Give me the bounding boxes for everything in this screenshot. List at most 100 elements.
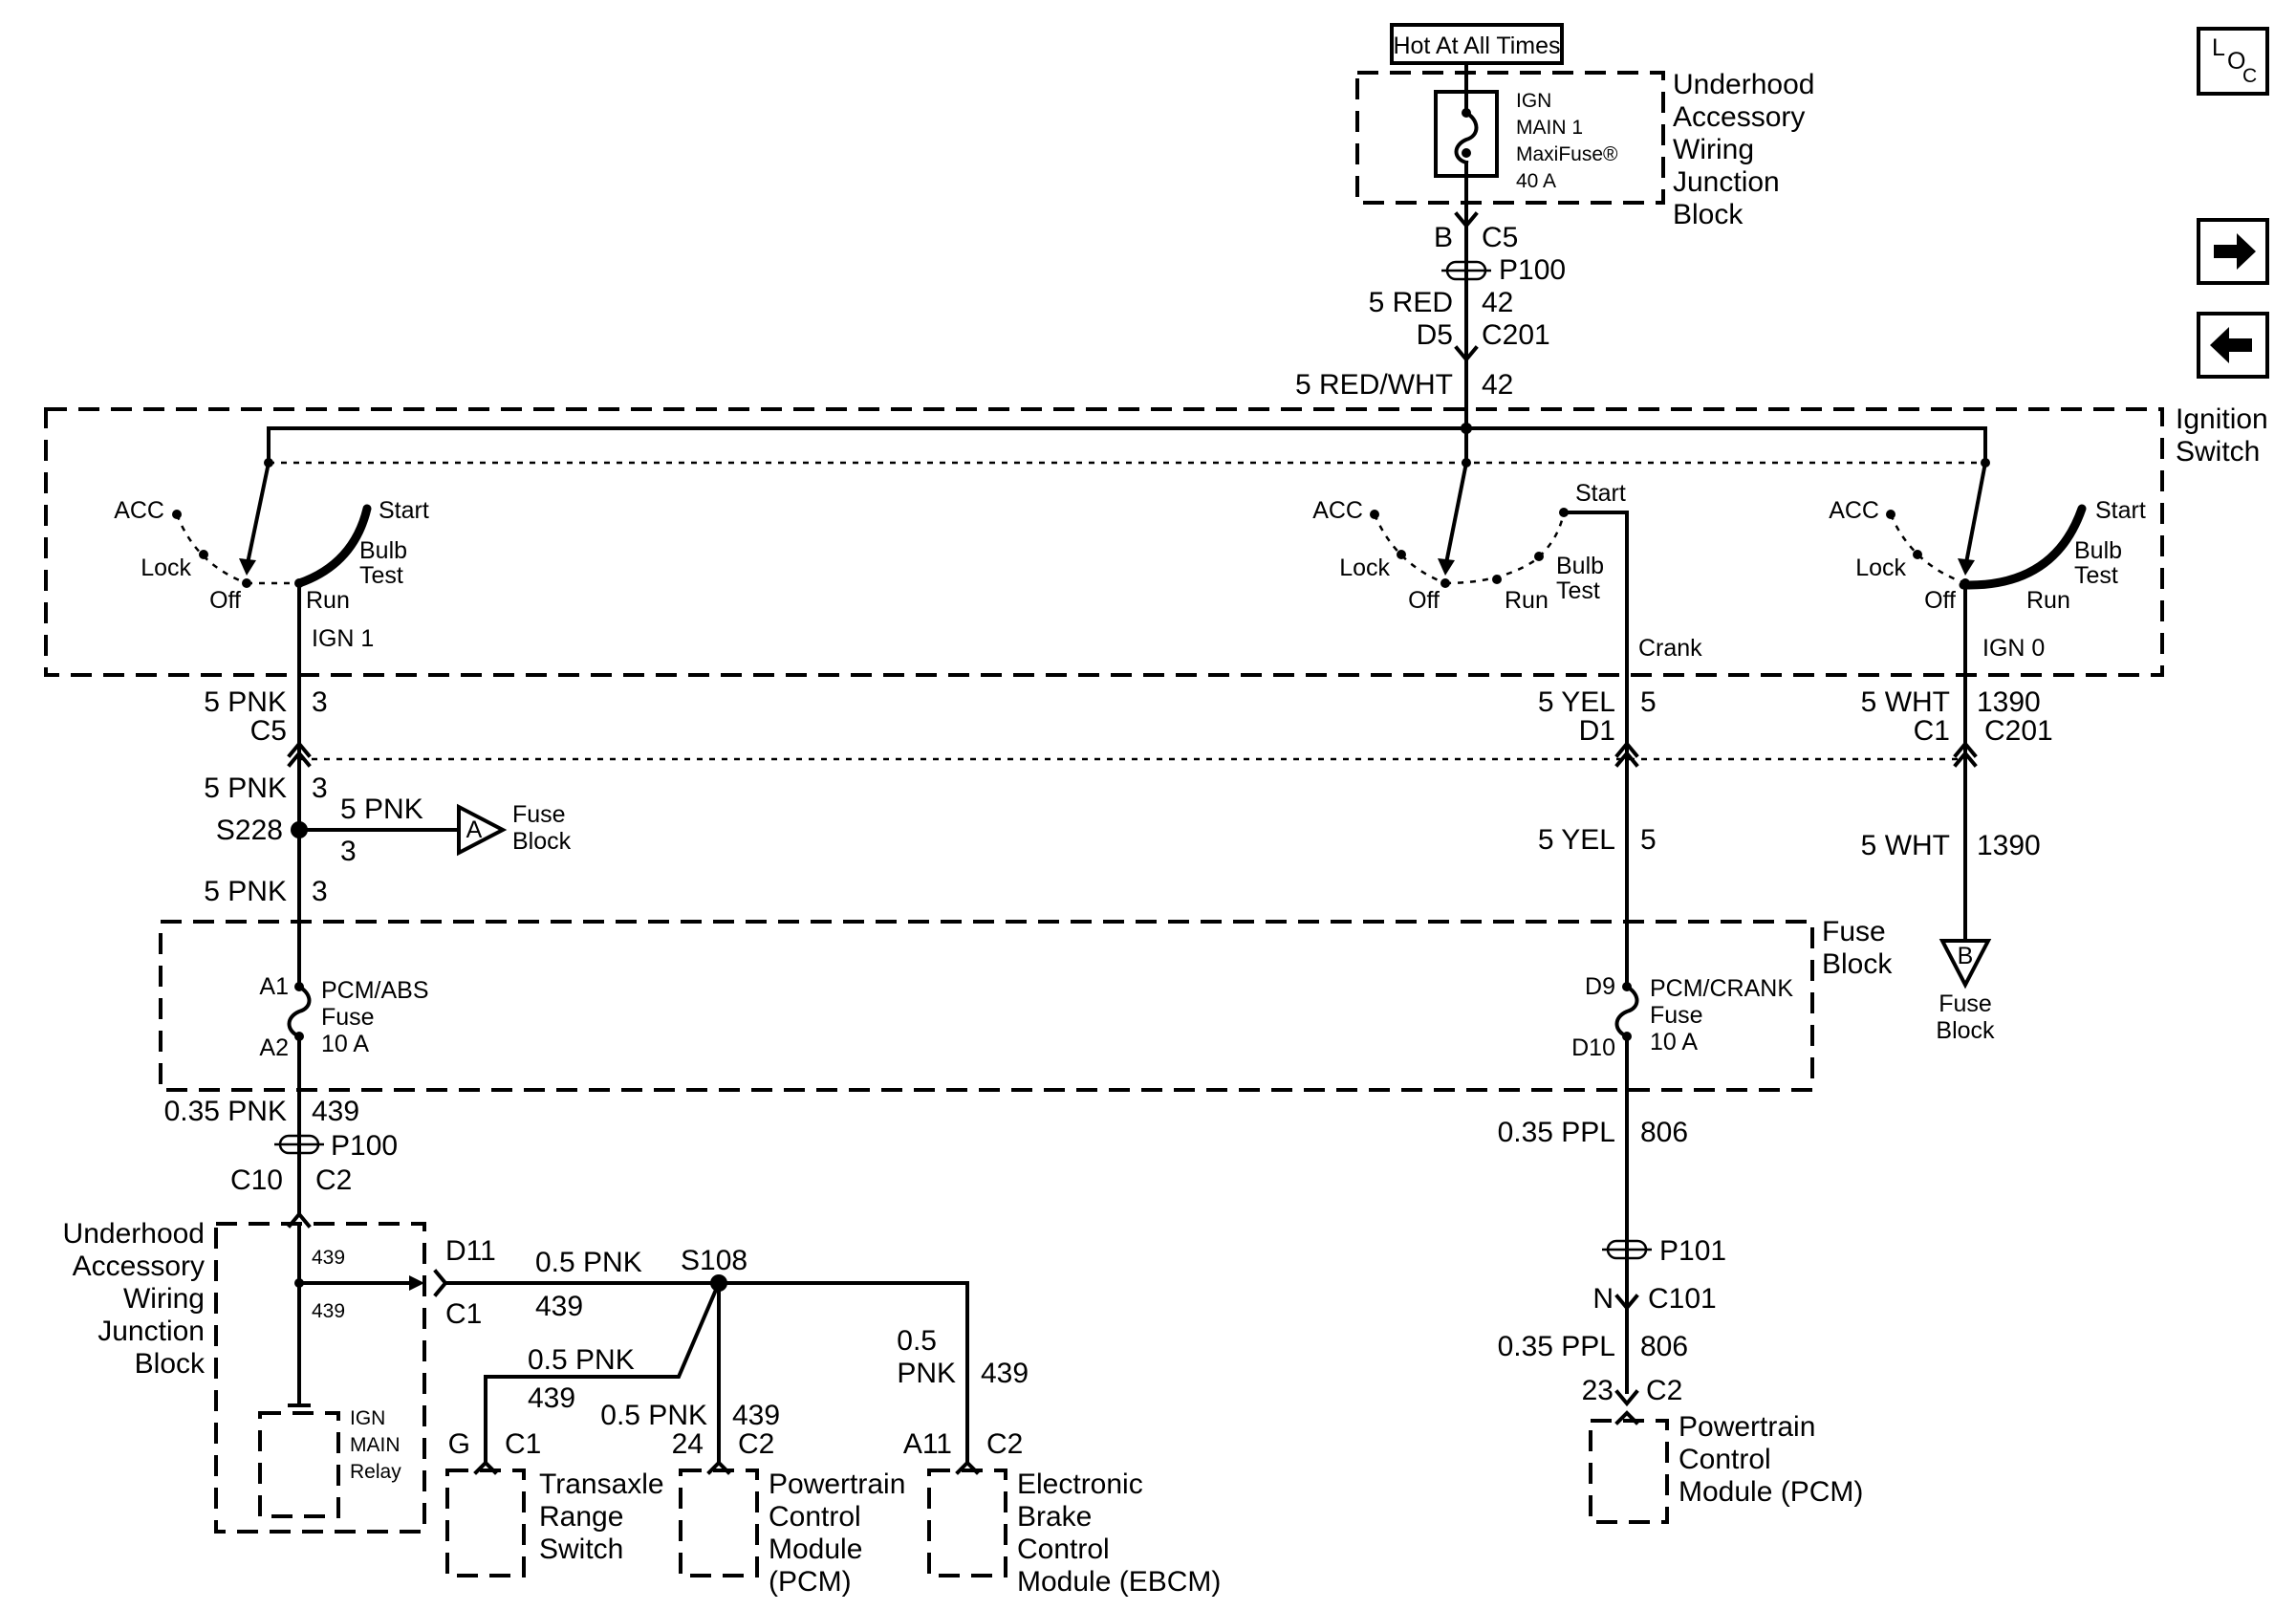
trs-pin: G — [448, 1428, 470, 1460]
sec2-run: Run — [1505, 587, 1549, 614]
ujb-top-line2: Accessory — [1673, 101, 1805, 133]
ign-main1-line3: MaxiFuse® — [1516, 143, 1618, 165]
ignition-switch-box — [44, 407, 2164, 677]
underhood-junction-block-lower — [214, 1222, 426, 1534]
ujb-lower-line2: Accessory — [73, 1251, 205, 1282]
sec1-lock: Lock — [141, 555, 191, 581]
ebcm-line4: Module (EBCM) — [1017, 1566, 1221, 1598]
pcm-abs-fuse-line2: Fuse — [321, 1004, 375, 1031]
sec3-test: Test — [2074, 562, 2118, 589]
underhood-junction-block-top — [1355, 71, 1665, 205]
crank-circuit: 5 YEL 5 D1 5 YEL 5 0.35 PPL 806 P101 N C… — [1498, 673, 1863, 1524]
sec1-output: IGN 1 — [312, 625, 374, 652]
sec1-run: Run — [306, 587, 350, 614]
relay-line3: Relay — [350, 1461, 401, 1483]
trs-color: 0.5 PNK — [528, 1344, 635, 1376]
pcm-crank-fuse-out: D10 — [1571, 1034, 1615, 1061]
crank-w4-circuit: 806 — [1640, 1331, 1688, 1362]
pcm-conn: C2 — [738, 1428, 774, 1460]
sec1-start: Start — [379, 497, 429, 524]
sec2-test: Test — [1556, 577, 1600, 604]
ign-main-relay — [258, 1411, 340, 1518]
pcm-module-left — [679, 1469, 759, 1577]
pcm-left-line1: Powertrain — [769, 1469, 905, 1500]
ebcm-line2: Brake — [1017, 1501, 1092, 1533]
s228-branch-color: 5 PNK — [340, 794, 423, 825]
ignition-switch-label1: Ignition — [2176, 403, 2268, 435]
relay-line2: MAIN — [350, 1434, 401, 1456]
trs-line1: Transaxle — [539, 1469, 664, 1500]
ign1-circuit: 5 PNK 3 C5 5 PNK 3 S228 5 PNK 3 A Fuse B… — [204, 673, 572, 1216]
ujb-lower-line4: Junction — [97, 1316, 205, 1347]
ign1-p100: P100 — [331, 1130, 398, 1162]
svg-text:O: O — [2227, 48, 2245, 75]
ebcm-circuit: 439 — [981, 1358, 1029, 1389]
ign1-pin-c10: C10 — [230, 1164, 283, 1196]
ref-b-line2: Block — [1936, 1017, 1995, 1044]
switch-section-ign1: ACC Lock Off Run Start Bulb Test IGN 1 — [114, 460, 429, 677]
ign1-w3-circuit: 3 — [312, 876, 328, 907]
sec3-start: Start — [2095, 497, 2146, 524]
ignition-switch: Ignition Switch ACC Lock Off Run Sta — [44, 403, 2268, 677]
s228-branch-circuit: 3 — [340, 836, 357, 867]
fuse-block: Fuse Block A1 A2 PCM/ABS Fuse 10 A D9 D1… — [159, 916, 1893, 1092]
feed-c5-pin: B — [1434, 222, 1453, 253]
pcm-pin: 24 — [672, 1428, 704, 1460]
pcm-right-line3: Module (PCM) — [1679, 1476, 1863, 1508]
ign1-w1-circuit: 3 — [312, 686, 328, 718]
pcm-crank-fuse-line1: PCM/CRANK — [1650, 975, 1793, 1002]
sec3-run: Run — [2026, 587, 2070, 614]
fuse-block-label1: Fuse — [1822, 916, 1886, 947]
ign1-w4-circuit: 439 — [312, 1096, 359, 1127]
crank-w2-color: 5 YEL — [1538, 824, 1615, 856]
sec3-lock: Lock — [1855, 555, 1906, 581]
ref-b-line1: Fuse — [1939, 990, 1992, 1017]
ujb-lower-line1: Underhood — [63, 1218, 205, 1250]
pcm-right-line2: Control — [1679, 1444, 1771, 1475]
trs-conn: C1 — [505, 1428, 541, 1460]
ref-b-letter: B — [1958, 943, 1974, 969]
crank-w1-circuit: 5 — [1640, 686, 1657, 718]
ign1-lower: 0.35 PNK 439 P100 C10 C2 Underhood Acces… — [63, 1096, 969, 1534]
loc-icon[interactable]: L O C — [2197, 27, 2269, 96]
ign-main1-line4: 40 A — [1516, 170, 1556, 192]
s228-label: S228 — [216, 815, 283, 846]
trs-circuit: 439 — [528, 1382, 575, 1414]
sec1-bulb: Bulb — [359, 537, 407, 564]
ign-main1-line2: MAIN 1 — [1516, 117, 1583, 139]
relay-line1: IGN — [350, 1407, 385, 1429]
trs-line2: Range — [539, 1501, 623, 1533]
feed-wire2-circuit: 42 — [1482, 369, 1513, 401]
crank-p101: P101 — [1659, 1235, 1726, 1267]
arrow-left-icon[interactable] — [2197, 312, 2269, 379]
ujb-int-circuit1: 439 — [312, 1247, 345, 1269]
crank-w3-circuit: 806 — [1640, 1117, 1688, 1148]
ref-a-line1: Fuse — [512, 801, 566, 828]
crank-pin-23: 23 — [1582, 1375, 1614, 1406]
svg-text:L: L — [2212, 34, 2225, 61]
ebcm-pin: A11 — [903, 1428, 952, 1460]
feed-wire1-color: 5 RED — [1369, 287, 1453, 318]
crank-w1-color: 5 YEL — [1538, 686, 1615, 718]
ebcm-line3: Control — [1017, 1534, 1110, 1565]
crank-c101: C101 — [1648, 1283, 1717, 1315]
ign1-w3-color: 5 PNK — [204, 876, 287, 907]
switch-section-crank: ACC Lock Off Run Start Bulb Test Crank — [1312, 460, 1702, 677]
svg-text:C: C — [2242, 65, 2257, 87]
ebcm-conn: C2 — [986, 1428, 1023, 1460]
s108-label: S108 — [681, 1245, 747, 1276]
sec2-off: Off — [1408, 587, 1440, 614]
ignition-switch-label2: Switch — [2176, 436, 2260, 468]
ign1-w2-color: 5 PNK — [204, 772, 287, 804]
s108-branches: 0.5 PNK 439 G C1 Transaxle Range Switch … — [445, 1280, 1221, 1598]
ref-a-letter: A — [466, 816, 483, 843]
sec3-off: Off — [1924, 587, 1956, 614]
arrow-right-icon[interactable] — [2197, 218, 2269, 285]
w5-color: 0.5 PNK — [535, 1247, 642, 1278]
sec3-acc: ACC — [1829, 497, 1879, 524]
ujb-top-line5: Block — [1673, 199, 1744, 230]
sec2-lock: Lock — [1339, 555, 1390, 581]
sec3-output: IGN 0 — [1982, 635, 2045, 662]
ujb-top-line3: Wiring — [1673, 134, 1754, 165]
